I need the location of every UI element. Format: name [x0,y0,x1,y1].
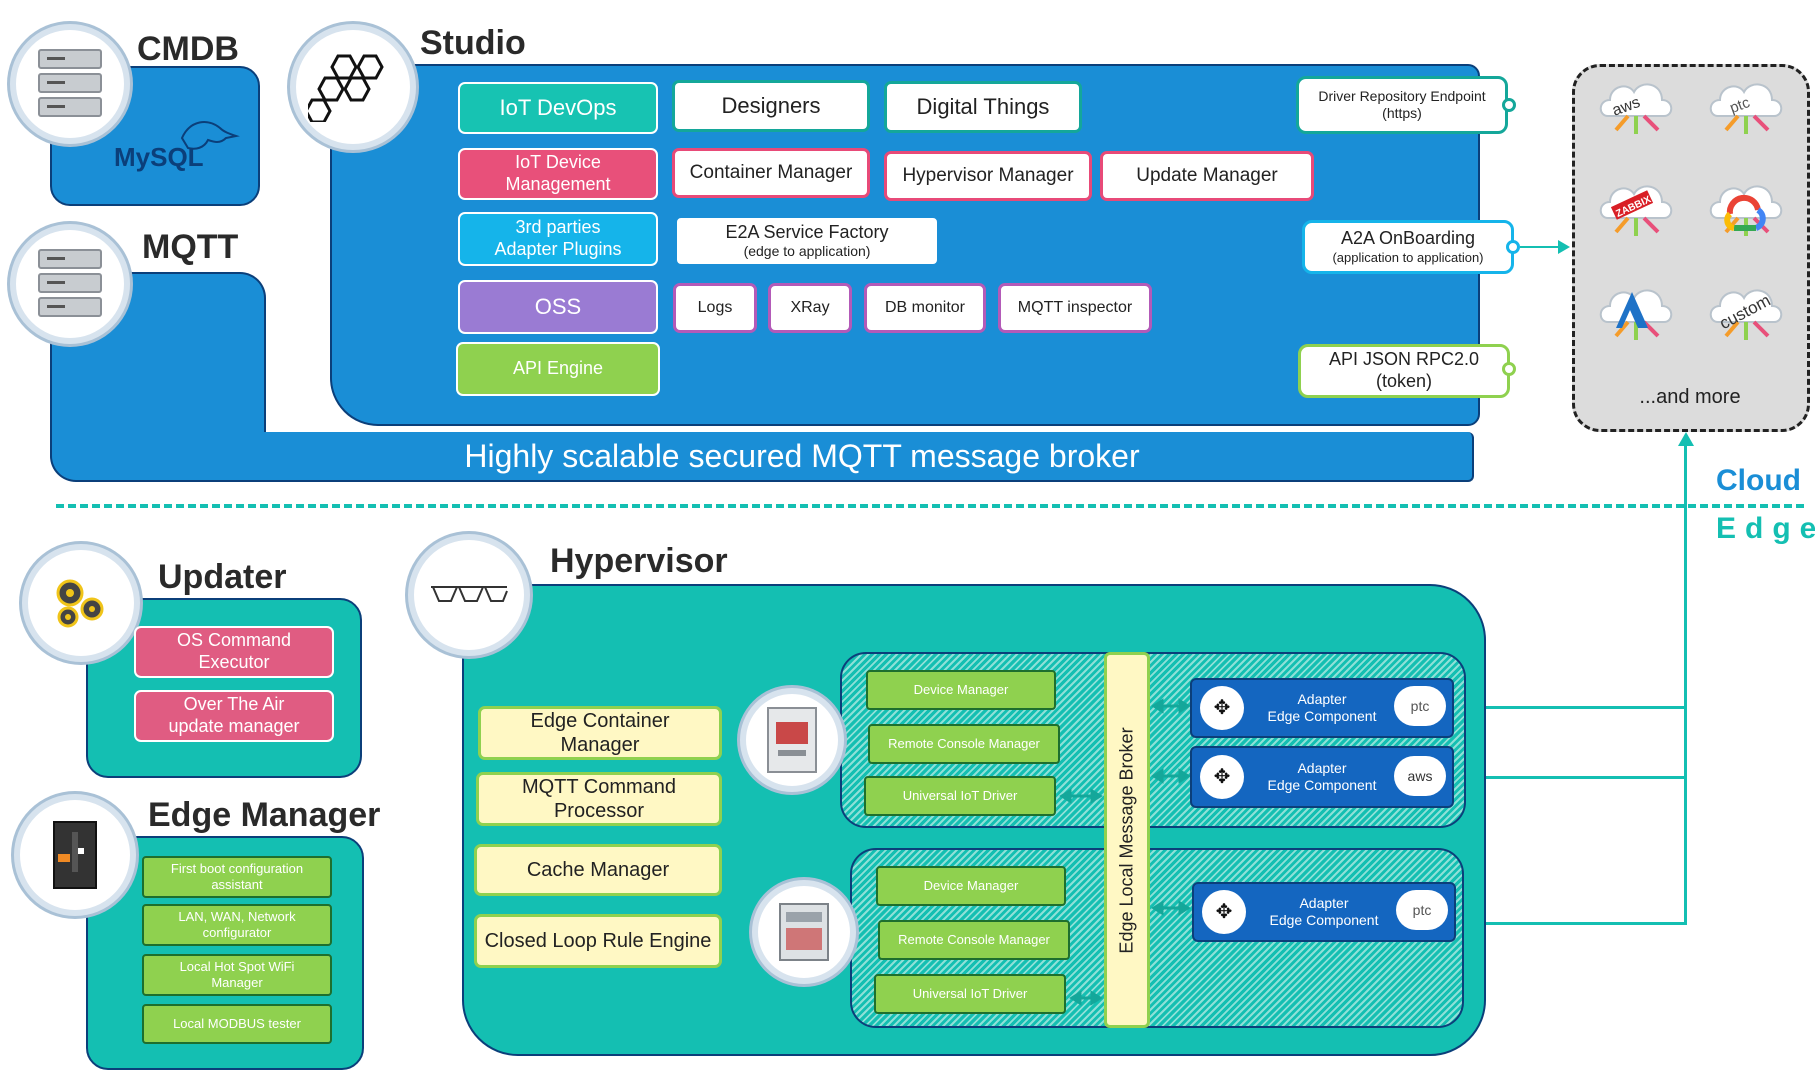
remote-console-manager-2-button[interactable]: Remote Console Manager [878,920,1070,960]
digital-things-button[interactable]: Digital Things [884,81,1082,133]
device-1-image [740,688,844,792]
e2a-service-factory-button[interactable]: E2A Service Factory (edge to application… [674,215,940,267]
a2a-arrow-head [1558,240,1570,254]
uplink-vertical-line [1684,444,1687,925]
universal-iot-driver-2-button[interactable]: Universal IoT Driver [874,974,1066,1014]
hypervisor-manager-button[interactable]: Hypervisor Manager [884,151,1092,201]
adapter-1-label: Adapter Edge Component [1267,691,1377,724]
updater-gears-icon [22,544,140,662]
local-modbus-tester-button[interactable]: Local MODBUS tester [142,1004,332,1044]
a2a-onboarding-endpoint[interactable]: A2A OnBoarding (application to applicati… [1302,220,1514,274]
and-more-label: ...and more [1639,386,1741,408]
hypervisor-icon [408,534,530,656]
third-parties-adapter-plugins-button[interactable]: 3rd parties Adapter Plugins [458,212,658,266]
adapter-edge-component-3[interactable]: ✥ Adapter Edge Component ptc [1192,882,1456,942]
mqtt-broker-bar: Highly scalable secured MQTT message bro… [50,432,1474,482]
studio-title: Studio [420,24,526,62]
edge-manager-device-icon [14,794,136,916]
driver-repo-sub: (https) [1382,105,1422,121]
cloud-label: Cloud [1716,464,1801,497]
mqtt-icon [10,224,130,344]
a2a-arrow-line [1520,246,1564,248]
driver-repository-endpoint[interactable]: Driver Repository Endpoint (https) [1296,76,1508,134]
adapter-3-expand-icon: ✥ [1202,890,1246,934]
uplink-arrow-head [1678,432,1694,446]
logs-button[interactable]: Logs [673,283,757,333]
mqtt-title: MQTT [142,228,239,266]
e2a-title: E2A Service Factory [725,221,889,242]
mqtt-command-processor-button[interactable]: MQTT Command Processor [476,772,722,826]
cloud-providers-box [1572,64,1810,432]
adapter-2-cloud-logo: aws [1394,756,1446,796]
api-json-sub: (token) [1375,371,1433,391]
designers-button[interactable]: Designers [672,80,870,132]
first-boot-config-button[interactable]: First boot configuration assistant [142,856,332,898]
driver-repo-title: Driver Repository Endpoint [1318,88,1486,105]
adapter-1-expand-icon: ✥ [1200,686,1244,730]
xray-button[interactable]: XRay [768,283,852,333]
e2a-subtitle: (edge to application) [743,243,871,260]
adapter-3-label: Adapter Edge Component [1269,895,1379,928]
closed-loop-rule-engine-button[interactable]: Closed Loop Rule Engine [474,914,722,968]
edge-manager-title: Edge Manager [148,796,381,834]
api-engine-button[interactable]: API Engine [456,342,660,396]
adapter-2-line [1486,776,1686,779]
a2a-title: A2A OnBoarding [1340,228,1476,249]
os-command-executor-button[interactable]: OS Command Executor [134,626,334,678]
ptc-logo-label: ptc [1728,94,1753,117]
api-json-connector [1502,362,1516,376]
edge-label: Edge [1716,512,1815,545]
google-cloud-logo [1724,194,1766,231]
container-manager-button[interactable]: Container Manager [672,148,870,198]
edge-container-manager-button[interactable]: Edge Container Manager [478,706,722,760]
adapter-edge-component-2[interactable]: ✥ Adapter Edge Component aws [1190,746,1454,808]
adapter-1-line [1486,706,1686,709]
remote-console-manager-1-button[interactable]: Remote Console Manager [868,724,1060,764]
universal-iot-driver-1-button[interactable]: Universal IoT Driver [864,776,1056,816]
adapter-1-cloud-logo: ptc [1394,686,1446,726]
api-json-title: API JSON RPC2.0 [1328,349,1480,370]
mqtt-broker-label: Highly scalable secured MQTT message bro… [464,437,1140,474]
cache-manager-button[interactable]: Cache Manager [474,844,722,896]
lan-wan-network-config-button[interactable]: LAN, WAN, Network configurator [142,904,332,946]
a2a-connector [1506,240,1520,254]
hypervisor-title: Hypervisor [550,542,728,580]
update-manager-button[interactable]: Update Manager [1100,151,1314,201]
edge-local-message-broker[interactable]: Edge Local Message Broker [1104,652,1150,1028]
cloud-edge-divider [56,504,1804,508]
mysql-logo: MySQL [112,108,242,178]
adapter-2-label: Adapter Edge Component [1267,760,1377,793]
mqtt-inspector-button[interactable]: MQTT inspector [998,283,1152,333]
adapter-3-line [1486,922,1686,925]
device-manager-2-button[interactable]: Device Manager [876,866,1066,906]
local-hotspot-wifi-button[interactable]: Local Hot Spot WiFi Manager [142,954,332,996]
over-the-air-update-manager-button[interactable]: Over The Air update manager [134,690,334,742]
db-monitor-button[interactable]: DB monitor [864,283,986,333]
adapter-edge-component-1[interactable]: ✥ Adapter Edge Component ptc [1190,678,1454,738]
api-json-rpc-endpoint[interactable]: API JSON RPC2.0 (token) [1298,344,1510,398]
adapter-2-expand-icon: ✥ [1200,755,1244,799]
cloud-provider-logos: aws ptc ZABBIX custom [1598,82,1784,342]
studio-hexagon-icon [290,24,416,150]
cmdb-title: CMDB [137,30,239,68]
driver-repo-connector [1502,98,1516,112]
updater-title: Updater [158,558,287,596]
iot-device-management-button[interactable]: IoT Device Management [458,148,658,200]
svg-text:MySQL: MySQL [114,142,204,172]
iot-devops-button[interactable]: IoT DevOps [458,82,658,134]
a2a-sub: (application to application) [1332,250,1484,265]
oss-button[interactable]: OSS [458,280,658,334]
device-manager-1-button[interactable]: Device Manager [866,670,1056,710]
device-2-image [752,880,856,984]
cmdb-icon [10,24,130,144]
adapter-3-cloud-logo: ptc [1396,890,1448,930]
azure-logo [1616,292,1648,328]
